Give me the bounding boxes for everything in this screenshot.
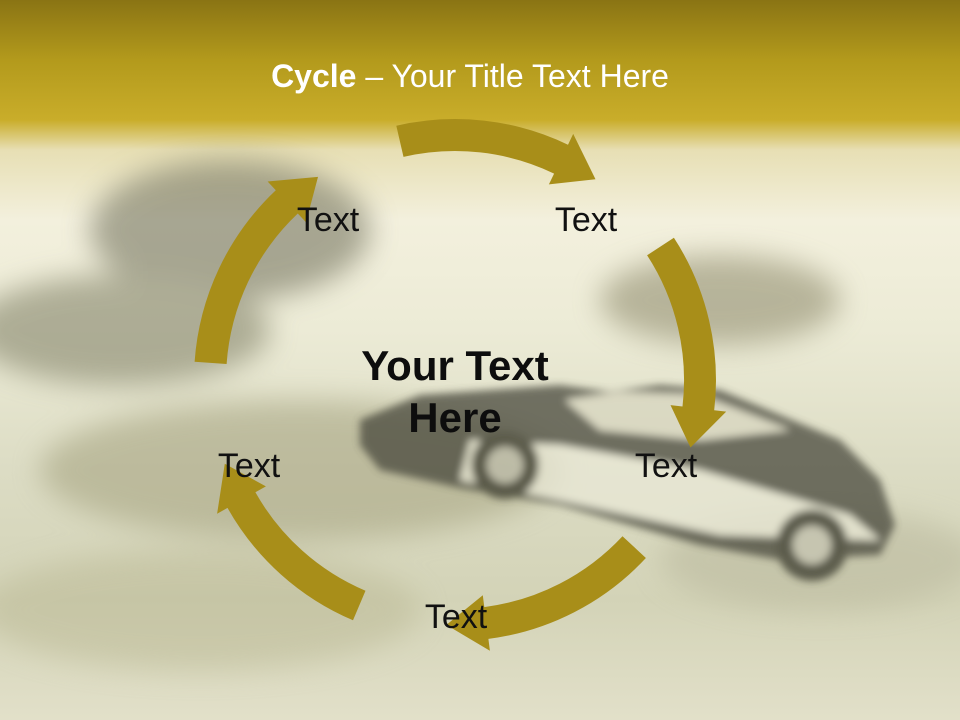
node-label-4: Text (424, 598, 488, 636)
car-image (360, 385, 895, 581)
node-label-2: Text (554, 201, 618, 239)
slide-title: Cycle – Your Title Text Here (0, 56, 940, 96)
curved-arrow-5 (194, 176, 318, 364)
curved-arrow-3 (446, 536, 646, 651)
title-bold: Cycle (271, 58, 357, 94)
node-label-5: Text (217, 447, 281, 485)
title-rest: – Your Title Text Here (356, 58, 669, 94)
curved-arrow-1 (396, 118, 596, 185)
center-text: Your Text Here (361, 342, 549, 441)
curved-arrow-4 (217, 463, 366, 621)
curved-arrow-2 (647, 237, 727, 448)
node-label-3: Text (634, 447, 698, 485)
node-label-1: Text (296, 201, 360, 239)
